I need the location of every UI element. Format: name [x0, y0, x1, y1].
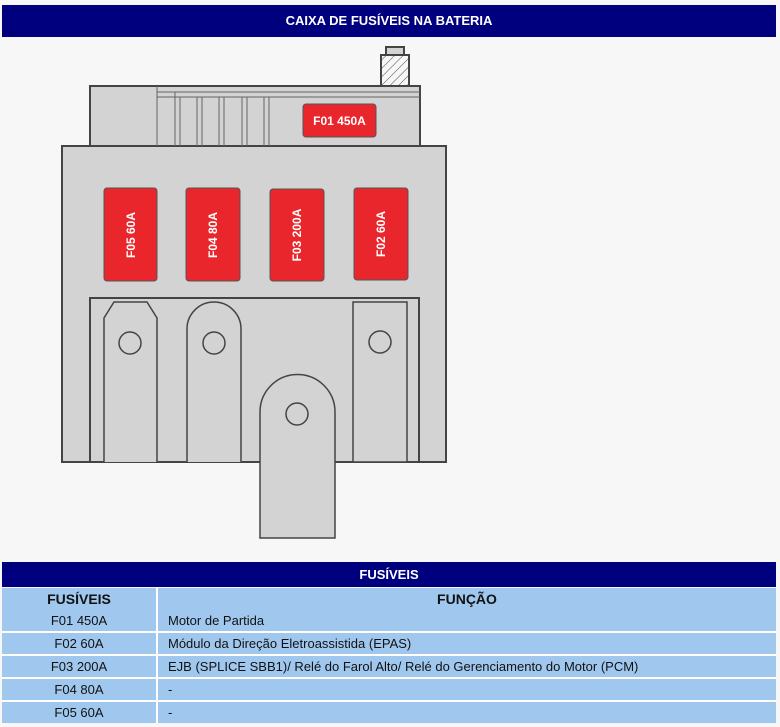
table-row: F01 450A Motor de Partida — [2, 610, 776, 632]
function-cell: - — [156, 677, 776, 701]
fuse-cell: F04 80A — [2, 677, 157, 701]
table-row: F02 60A Módulo da Direção Eletroassistid… — [2, 631, 776, 655]
fuse-f01-label: F01 450A — [313, 114, 366, 128]
table-row: F04 80A - — [2, 677, 776, 701]
fuse-f02-label: F02 60A — [374, 211, 388, 257]
fuse-cell: F05 60A — [2, 700, 157, 723]
table-row: F05 60A - — [2, 700, 776, 723]
table-row: F03 200A EJB (SPLICE SBB1)/ Relé do Faro… — [2, 654, 776, 678]
fuse-f05 — [103, 187, 158, 282]
fuse-cell: F01 450A — [2, 610, 157, 632]
column-header-function: FUNÇÃO — [156, 588, 776, 610]
function-cell: Motor de Partida — [156, 610, 776, 632]
fuse-f03-label: F03 200A — [290, 208, 304, 261]
table-title: FUSÍVEIS — [2, 562, 776, 587]
column-header-fuse: FUSÍVEIS — [2, 588, 157, 610]
terminal-middle — [186, 301, 242, 462]
fuse-f03 — [269, 188, 325, 282]
function-cell: Módulo da Direção Eletroassistida (EPAS) — [156, 631, 776, 655]
function-cell: - — [156, 700, 776, 723]
fuse-f02 — [353, 187, 409, 281]
table-header-row: FUSÍVEIS FUNÇÃO — [2, 588, 776, 610]
fuse-f01 — [302, 103, 377, 138]
terminal-left — [103, 301, 158, 462]
fuse-box-diagram: F01 450A F05 60A F04 80A F03 200A F02 60… — [61, 46, 447, 539]
terminal-stud — [380, 54, 410, 87]
fuse-f05-label: F05 60A — [124, 212, 138, 258]
page-title: CAIXA DE FUSÍVEIS NA BATERIA — [2, 5, 776, 37]
fuse-f04 — [185, 187, 241, 282]
terminal-bottom — [259, 373, 336, 539]
terminal-cap — [385, 46, 405, 56]
fuse-f04-label: F04 80A — [206, 212, 220, 258]
fuse-table: FUSÍVEIS FUNÇÃO F01 450A Motor de Partid… — [2, 588, 776, 723]
fuse-cell: F03 200A — [2, 654, 157, 678]
fuse-cell: F02 60A — [2, 631, 157, 655]
terminal-right — [352, 301, 408, 463]
function-cell: EJB (SPLICE SBB1)/ Relé do Farol Alto/ R… — [156, 654, 776, 678]
